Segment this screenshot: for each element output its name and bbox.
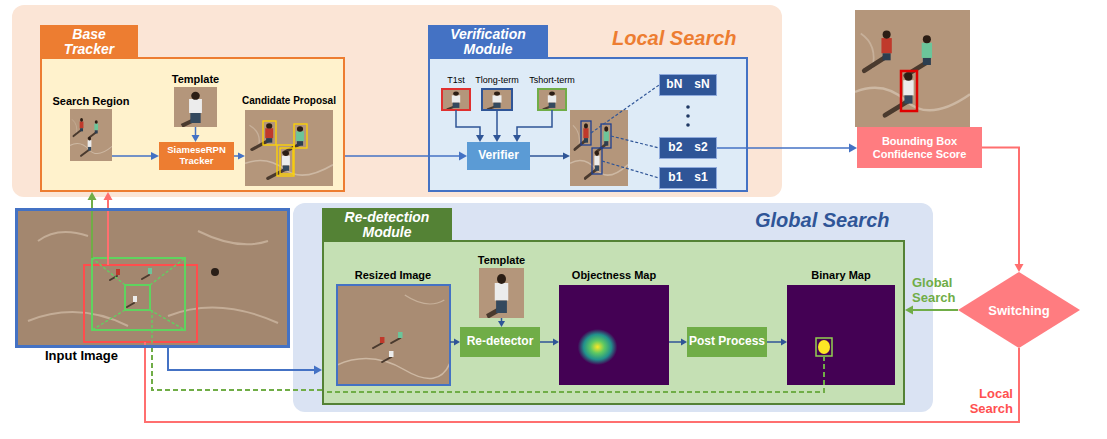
process-box-label: Post Process bbox=[689, 335, 765, 349]
module-box: Re-detection ModuleRe-detectorPost Proce… bbox=[322, 240, 905, 405]
text-anchor: Local Search bbox=[612, 27, 737, 50]
connector-label: Local Search bbox=[951, 386, 1013, 416]
box-score-label: b2 bbox=[668, 141, 682, 155]
text-anchor: Local Search bbox=[951, 386, 1013, 416]
text-anchor: Global Search bbox=[912, 275, 968, 305]
process-box: SiameseRPN Tracker bbox=[159, 142, 234, 170]
process-box: Verifier bbox=[467, 142, 530, 170]
module-box: Verification ModuleVerifierbNsNb2s2b1s1T… bbox=[428, 57, 748, 192]
process-box: Re-detector bbox=[460, 327, 540, 357]
text-anchor: Input Image bbox=[45, 348, 118, 363]
connector bbox=[104, 192, 113, 208]
image-caption: Resized Image bbox=[355, 269, 431, 281]
process-box-label: Re-detector bbox=[467, 335, 534, 349]
region-band: Local Search Base TrackerSiameseRPN Trac… bbox=[12, 5, 782, 197]
text-anchor: Template bbox=[478, 254, 525, 266]
text-anchor: Template bbox=[172, 73, 219, 85]
process-box-label: SiameseRPN Tracker bbox=[163, 145, 230, 167]
text-anchor: Search Region bbox=[52, 95, 129, 107]
process-box: b1 s1 bbox=[659, 167, 717, 189]
image-heading: Input Image bbox=[45, 348, 118, 363]
module-title: Base Tracker bbox=[54, 27, 124, 57]
process-box: Bounding Box Confidence Score bbox=[857, 127, 982, 168]
text-anchor: Candidate Proposal bbox=[242, 95, 336, 106]
image-caption: Search Region bbox=[52, 95, 129, 107]
connector bbox=[345, 152, 467, 161]
image-caption: Binary Map bbox=[811, 269, 870, 281]
redetection-illustration bbox=[324, 242, 903, 403]
image-caption: Template bbox=[172, 73, 219, 85]
connector-label: Global Search bbox=[912, 275, 968, 305]
process-box: bN sN bbox=[659, 74, 717, 96]
connector bbox=[152, 348, 322, 390]
text-anchor: T1st bbox=[447, 75, 465, 85]
region-band: Global Search Re-detection ModuleRe-dete… bbox=[293, 203, 933, 412]
module-box: Base TrackerSiameseRPN TrackerSearch Reg… bbox=[40, 57, 345, 192]
text-anchor: Objectness Map bbox=[572, 269, 656, 281]
box-score-label: s1 bbox=[694, 171, 707, 185]
image-caption: Template bbox=[478, 254, 525, 266]
text-anchor: Global Search bbox=[755, 209, 890, 232]
connector bbox=[905, 306, 958, 315]
image-caption: Tshort-term bbox=[529, 75, 575, 85]
connector bbox=[168, 348, 322, 375]
module-title: Re-detection Module bbox=[336, 210, 438, 240]
process-box-label: Verifier bbox=[478, 149, 519, 163]
decision-diamond: Switching bbox=[958, 272, 1080, 348]
text-anchor: Resized Image bbox=[355, 269, 431, 281]
module-tab: Base Tracker bbox=[40, 25, 138, 59]
band-title: Local Search bbox=[612, 27, 737, 50]
connector bbox=[145, 348, 1019, 422]
process-box: b2 s2 bbox=[659, 137, 717, 159]
box-score-label: bN bbox=[666, 78, 682, 92]
process-box: Post Process bbox=[687, 327, 767, 357]
connector bbox=[982, 148, 1024, 273]
process-box-label: Bounding Box Confidence Score bbox=[861, 135, 978, 160]
image-caption: T1st bbox=[447, 75, 465, 85]
image-box: Input Image bbox=[15, 208, 290, 348]
connector bbox=[88, 192, 97, 208]
module-title: Verification Module bbox=[442, 27, 534, 57]
text-anchor: Tlong-term bbox=[475, 75, 519, 85]
text-anchor: Binary Map bbox=[811, 269, 870, 281]
text-anchor: Tshort-term bbox=[529, 75, 575, 85]
box-score-label: b1 bbox=[668, 171, 682, 185]
result-photo bbox=[855, 10, 970, 127]
connector bbox=[717, 144, 857, 153]
image-caption: Objectness Map bbox=[572, 269, 656, 281]
box-score-label: s2 bbox=[694, 141, 707, 155]
module-tab: Re-detection Module bbox=[322, 208, 452, 242]
input-image-illustration bbox=[18, 211, 287, 345]
module-tab: Verification Module bbox=[428, 25, 548, 59]
image-caption: Tlong-term bbox=[475, 75, 519, 85]
image-caption: Candidate Proposal bbox=[242, 95, 336, 106]
decision-label: Switching bbox=[988, 303, 1049, 318]
box-score-label: sN bbox=[694, 78, 709, 92]
band-title: Global Search bbox=[755, 209, 890, 232]
